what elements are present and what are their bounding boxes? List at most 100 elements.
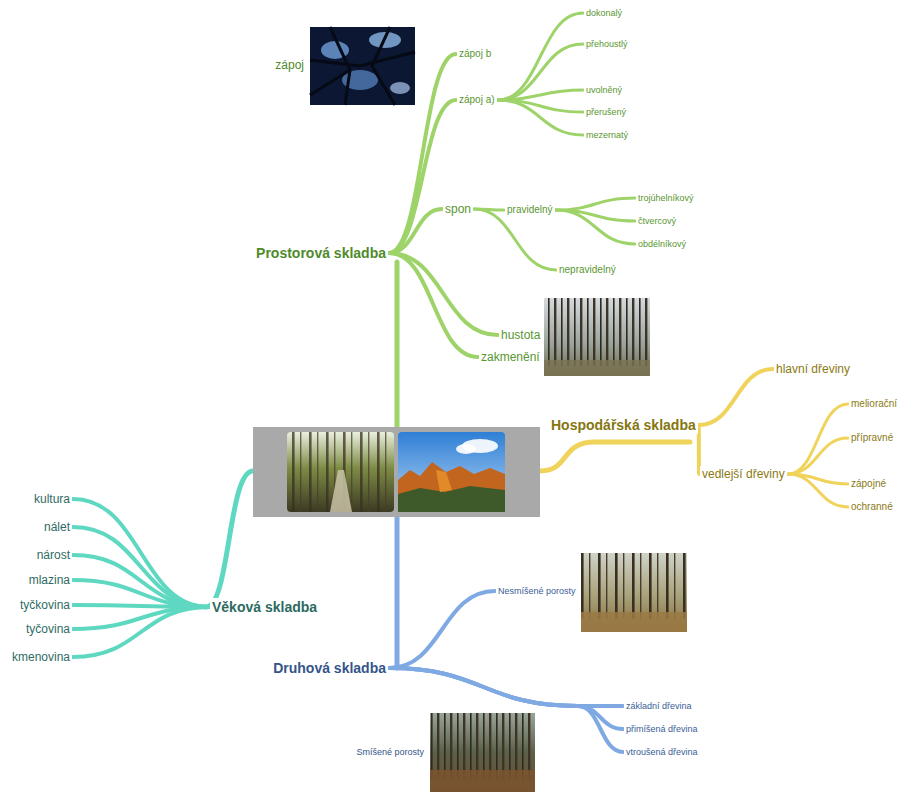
- topic-text: Hospodářská skladba: [551, 417, 696, 434]
- branch-connector: [389, 209, 442, 253]
- subtopic: spon: [443, 201, 473, 217]
- topic-text: tyčovina: [26, 622, 70, 636]
- topic-text: základní dřevina: [626, 701, 692, 712]
- topic-text: mlazina: [29, 573, 70, 587]
- topic-text: spon: [445, 202, 471, 216]
- central-image: [253, 427, 540, 517]
- branch-connector: [73, 607, 209, 657]
- branch-connector: [788, 438, 848, 474]
- topic-text: tyčkovina: [20, 598, 70, 612]
- topic-text: přerušený: [586, 107, 626, 118]
- topic-text: ochranné: [851, 501, 893, 513]
- branch-connector: [73, 580, 209, 607]
- main-topic: Prostorová skladba: [254, 244, 388, 263]
- subtopic: mlazina: [27, 572, 72, 588]
- subtopic: meliorační: [849, 397, 899, 411]
- branch-connector: [498, 13, 583, 100]
- forest-photo: [544, 298, 650, 376]
- branch-connector: [788, 404, 848, 474]
- branch-connector: [498, 90, 583, 100]
- main-topic: Druhová skladba: [271, 659, 388, 678]
- topic-text: zakmenění: [481, 350, 540, 364]
- topic-text: obdélníkový: [638, 239, 686, 250]
- subtopic: pravidelný: [505, 203, 555, 217]
- subtopic: základní dřevina: [624, 700, 694, 713]
- subtopic: hustota: [499, 327, 542, 343]
- branch-connector: [474, 209, 556, 270]
- branch-connector: [389, 253, 478, 357]
- subtopic: nálet: [42, 519, 72, 535]
- subtopic: mezernatý: [584, 129, 630, 142]
- topic-text: meliorační: [851, 398, 897, 410]
- topic-text: dokonalý: [586, 8, 622, 19]
- main-topic: Hospodářská skladba: [549, 416, 698, 435]
- branch-connector: [73, 555, 209, 607]
- branch-trunk: [395, 517, 400, 668]
- topic-text: vtroušená dřevina: [626, 747, 698, 758]
- subtopic: kultura: [32, 491, 72, 507]
- branch-trunk: [206, 471, 253, 607]
- subtopic: kmenovina: [10, 649, 72, 665]
- branch-connector: [73, 527, 209, 607]
- subtopic: přehoustlý: [584, 38, 630, 51]
- subtopic: obdélníkový: [636, 238, 688, 251]
- subtopic: tyčovina: [24, 621, 72, 637]
- topic-text: zápojné: [851, 478, 886, 490]
- topic-text: kultura: [34, 492, 70, 506]
- branch-trunk: [395, 262, 400, 427]
- subtopic: vedlejší dřeviny: [700, 466, 787, 482]
- image-caption: Smíšené porosty: [354, 746, 426, 759]
- topic-text: Nesmíšené porosty: [498, 586, 576, 597]
- subtopic: nepravidelný: [557, 263, 618, 277]
- topic-text: nárost: [37, 548, 70, 562]
- canopy-photo: [310, 27, 415, 105]
- branch-connector: [556, 198, 635, 210]
- subtopic: přerušený: [584, 106, 628, 119]
- subtopic: přípravné: [849, 431, 895, 445]
- subtopic: zakmenění: [479, 349, 542, 365]
- subtopic: tyčkovina: [18, 597, 72, 613]
- subtopic: přimíšená dřevina: [624, 723, 700, 736]
- topic-text: přípravné: [851, 432, 893, 444]
- topic-text: Věková skladba: [212, 599, 317, 616]
- subtopic: zápoj b: [457, 47, 493, 61]
- branch-connector: [699, 369, 773, 425]
- topic-text: zápoj a): [459, 94, 495, 106]
- topic-text: uvolněný: [586, 85, 622, 96]
- topic-text: hlavní dřeviny: [776, 362, 850, 376]
- topic-text: Prostorová skladba: [256, 245, 386, 262]
- branch-connector: [389, 668, 623, 752]
- topic-text: nálet: [44, 520, 70, 534]
- subtopic: čtvercový: [636, 215, 678, 228]
- topic-text: mezernatý: [586, 130, 628, 141]
- branch-connector: [389, 100, 456, 253]
- subtopic: zápojné: [849, 477, 888, 491]
- topic-text: zápoj b: [459, 48, 491, 60]
- topic-text: nepravidelný: [559, 264, 616, 276]
- image-caption: zápoj: [273, 57, 306, 73]
- topic-text: čtvercový: [638, 216, 676, 227]
- topic-text: pravidelný: [507, 204, 553, 216]
- branch-connector: [498, 44, 583, 100]
- branch-connector: [788, 474, 848, 507]
- subtopic: ochranné: [849, 500, 895, 514]
- subtopic: Nesmíšené porosty: [496, 585, 578, 598]
- subtopic: uvolněný: [584, 84, 624, 97]
- main-topic: Věková skladba: [210, 598, 319, 617]
- branch-connector: [389, 54, 456, 253]
- topic-text: přehoustlý: [586, 39, 628, 50]
- forest-photo: [430, 713, 535, 792]
- subtopic: trojúhelníkový: [636, 192, 696, 205]
- branch-trunk: [540, 442, 690, 471]
- topic-text: hustota: [501, 328, 540, 342]
- topic-text: Druhová skladba: [273, 660, 386, 677]
- forest-photo: [581, 553, 687, 632]
- topic-text: přimíšená dřevina: [626, 724, 698, 735]
- topic-text: trojúhelníkový: [638, 193, 694, 204]
- subtopic: hlavní dřeviny: [774, 361, 852, 377]
- topic-text: vedlejší dřeviny: [702, 467, 785, 481]
- subtopic: nárost: [35, 547, 72, 563]
